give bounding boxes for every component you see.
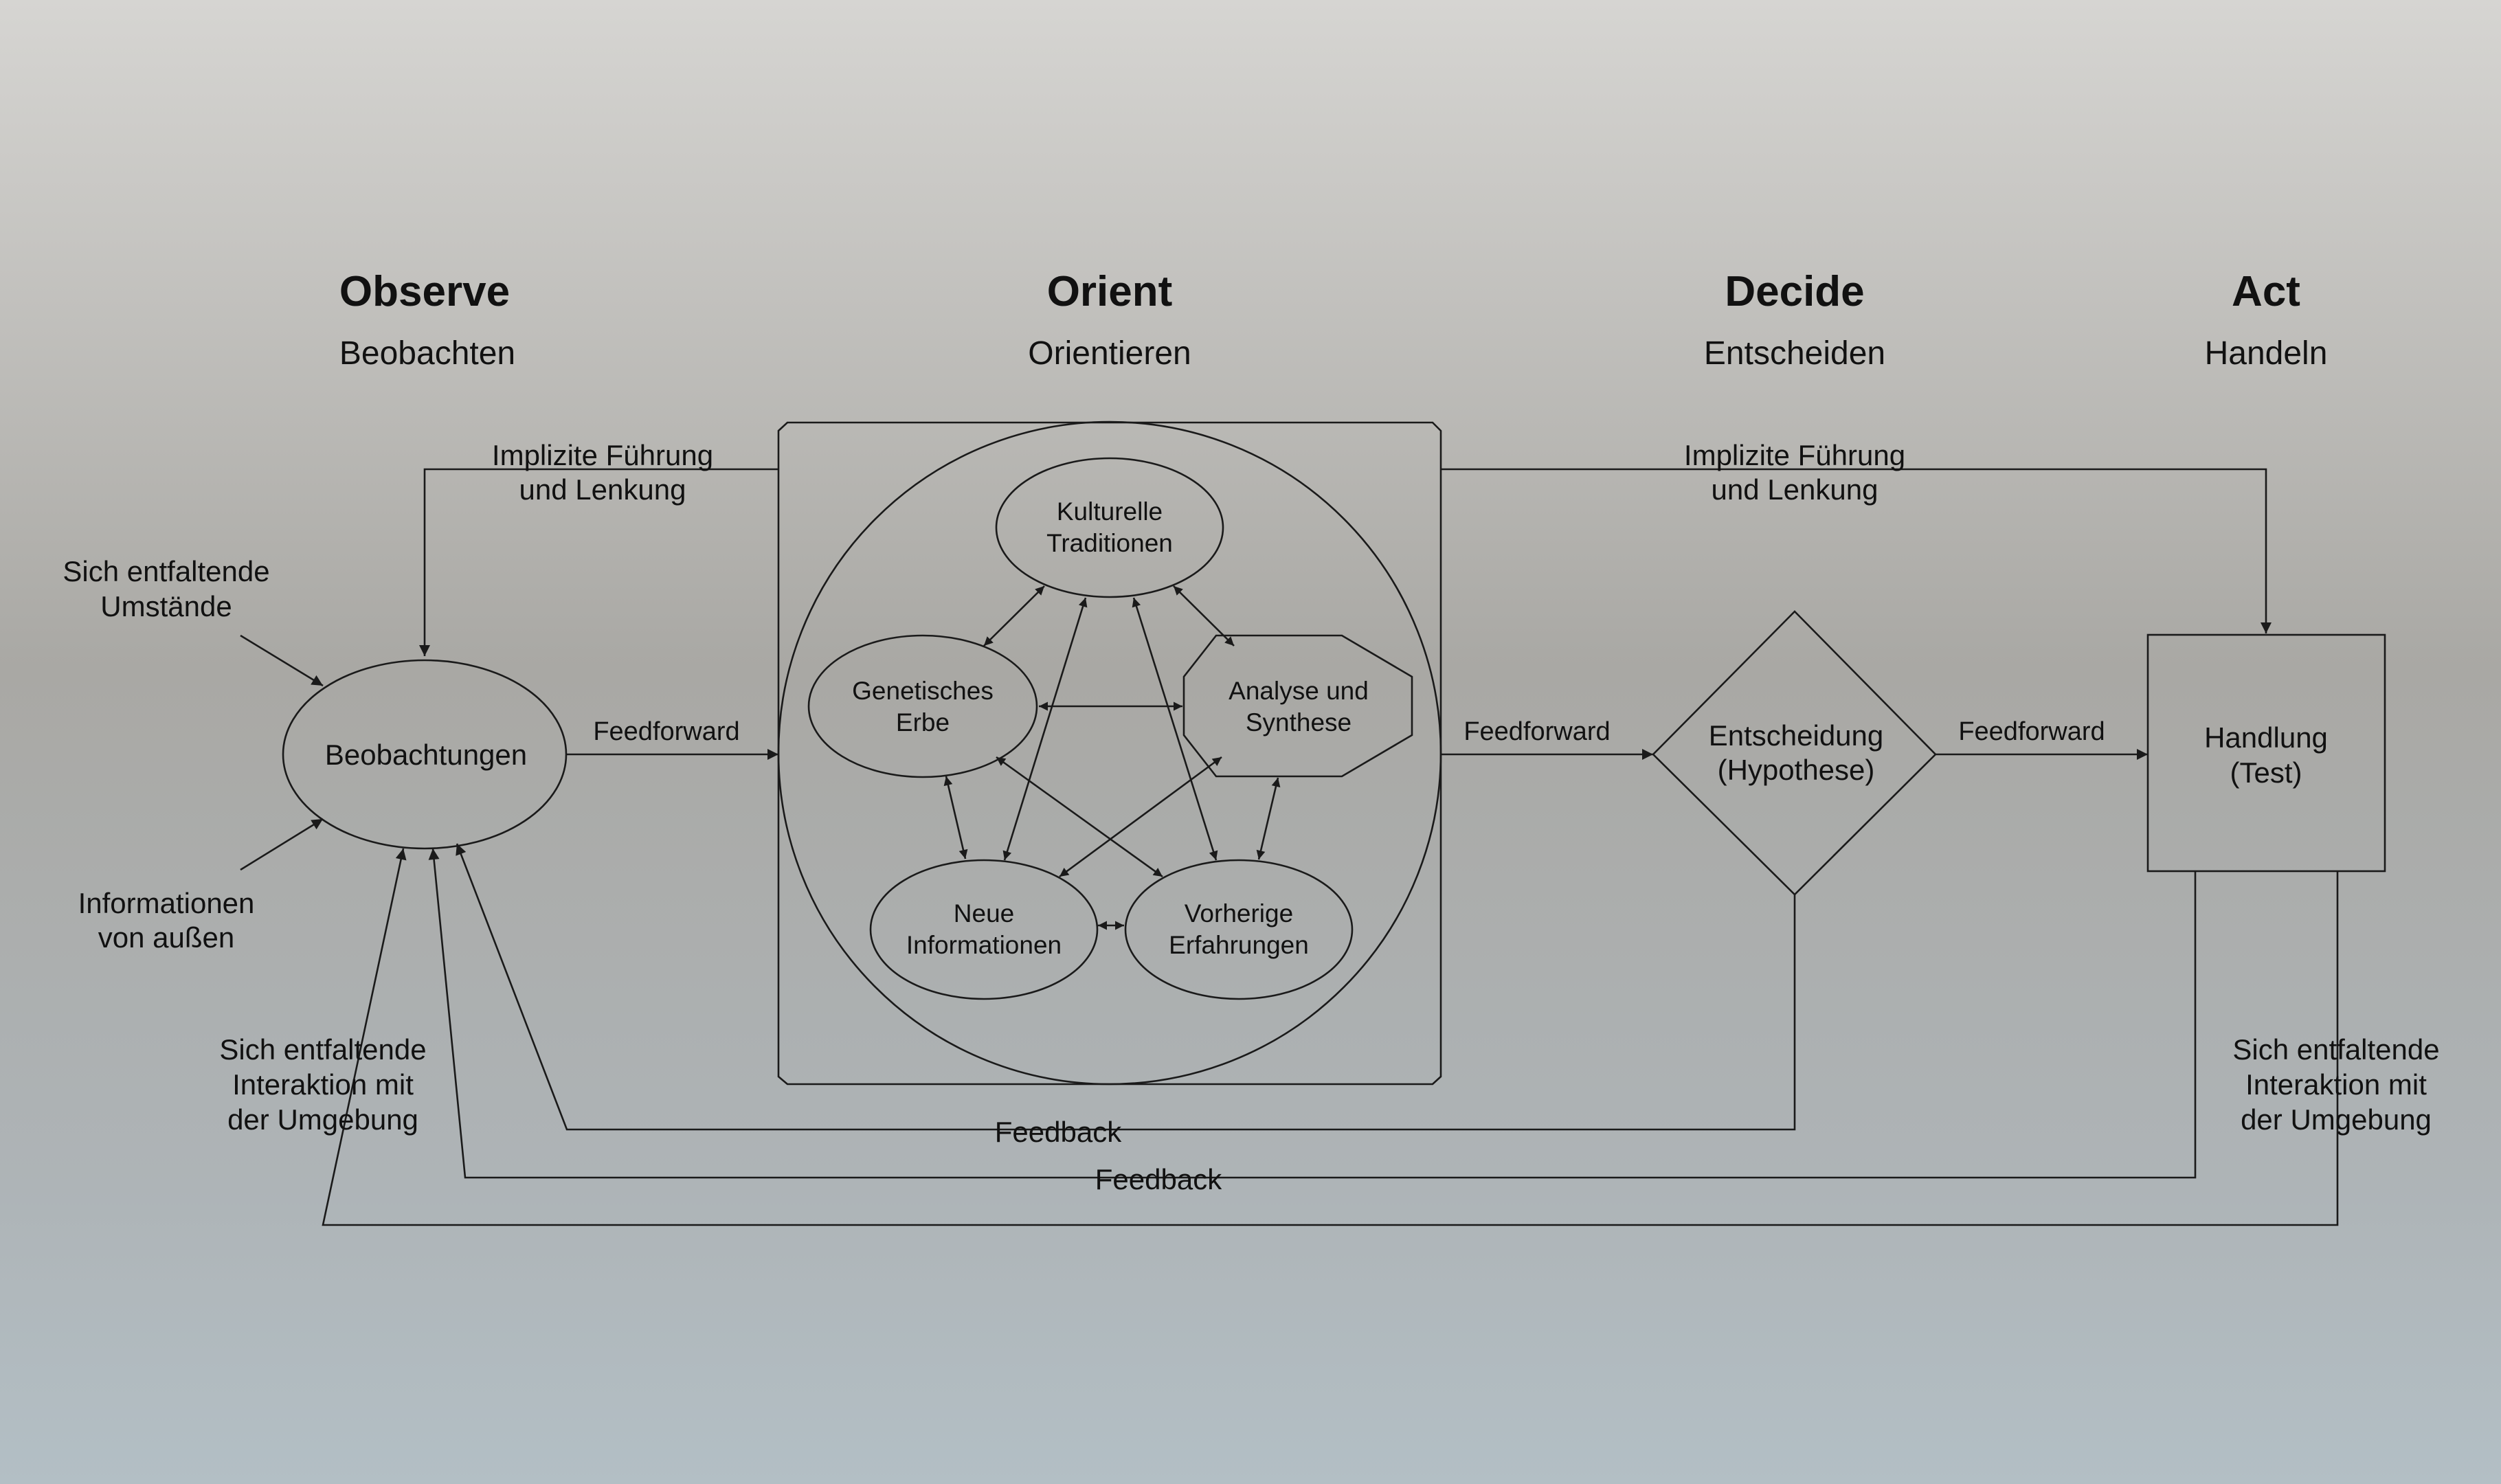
- phase-subtitle: Beobachten: [339, 335, 515, 372]
- interaction-arrow-act: [322, 848, 2339, 1226]
- analyse-synthese-node: [1182, 634, 1413, 778]
- interaktion-left-line-2: Interaktion mit: [232, 1068, 414, 1101]
- arrow-analyse-vorherige: [1256, 777, 1281, 860]
- feedforward-label-2: Feedforward: [1463, 717, 1610, 746]
- interaktion-left-line-1: Sich entfaltende: [219, 1033, 426, 1066]
- feedforward-label-3: Feedforward: [1958, 717, 2105, 746]
- implizit-left-line-1: Implizite Führung: [492, 439, 713, 471]
- feedforward-label-1: Feedforward: [593, 717, 739, 746]
- vorherige-line-1: Vorherige: [1185, 899, 1293, 928]
- genetisches-erbe-node: [807, 634, 1038, 778]
- implicit-guidance-arrow-left: [419, 468, 778, 656]
- entscheidung-line-1: Entscheidung: [1709, 719, 1884, 752]
- feedback-label-1: Feedback: [995, 1116, 1122, 1148]
- arrow-kulturelle-analyse: [1173, 585, 1235, 647]
- feedback-label-2: Feedback: [1095, 1163, 1222, 1195]
- phase-act: Act Handeln: [2205, 268, 2328, 372]
- phase-subtitle: Handeln: [2205, 335, 2328, 372]
- vorherige-erfahrungen-node: [1124, 859, 1354, 1000]
- genetisches-line-2: Erbe: [896, 708, 950, 737]
- orient-circle: [777, 420, 1442, 1086]
- phase-subtitle: Orientieren: [1028, 335, 1191, 372]
- arrow-genetisches-neue: [943, 776, 968, 859]
- phase-title: Act: [2232, 268, 2300, 315]
- handlung-node: [2146, 633, 2386, 873]
- interaktion-right-line-2: Interaktion mit: [2245, 1068, 2427, 1101]
- interaktion-right-line-3: der Umgebung: [2241, 1103, 2432, 1136]
- phase-title: Orient: [1047, 268, 1173, 315]
- orient-interconnections: [943, 585, 1281, 930]
- neue-informationen-node: [869, 859, 1099, 1000]
- entscheidung-node: [1652, 610, 1937, 896]
- phase-subtitle: Entscheiden: [1704, 335, 1885, 372]
- analyse-line-1: Analyse und: [1229, 677, 1369, 705]
- handlung-line-2: (Test): [2230, 756, 2302, 789]
- entscheidung-line-2: (Hypothese): [1718, 754, 1875, 786]
- arrow-analyse-neue: [1059, 756, 1222, 878]
- implizit-right-line-2: und Lenkung: [1712, 473, 1878, 506]
- umstaende-arrow: [240, 634, 324, 687]
- neue-line-2: Informationen: [906, 931, 1062, 959]
- phase-title: Observe: [339, 268, 510, 315]
- implicit-guidance-arrow-right: [1441, 468, 2272, 633]
- genetisches-line-1: Genetisches: [852, 677, 994, 705]
- informationen-line-2: von außen: [98, 921, 234, 954]
- informationen-arrow: [240, 818, 324, 871]
- phase-orient: Orient Orientieren: [1028, 268, 1191, 372]
- feedback-arrow-decide: [456, 843, 1796, 1131]
- beobachtungen-label: Beobachtungen: [325, 739, 527, 771]
- umstaende-line-1: Sich entfaltende: [63, 555, 269, 587]
- feedback-arrow-act: [428, 848, 2197, 1179]
- handlung-line-1: Handlung: [2204, 721, 2328, 754]
- arrow-kulturelle-genetisches: [983, 585, 1045, 647]
- interaktion-left-line-3: der Umgebung: [227, 1103, 418, 1136]
- kulturelle-line-1: Kulturelle: [1057, 497, 1163, 526]
- informationen-line-1: Informationen: [78, 887, 255, 919]
- phase-decide: Decide Entscheiden: [1704, 268, 1885, 372]
- arrow-kulturelle-neue: [1002, 597, 1088, 861]
- arrow-genetisches-vorherige: [996, 756, 1163, 878]
- vorherige-line-2: Erfahrungen: [1169, 931, 1309, 959]
- phase-title: Decide: [1725, 268, 1864, 315]
- kulturelle-traditionen-node: [995, 457, 1224, 598]
- orient-frame: [777, 421, 1442, 1086]
- umstaende-line-2: Umstände: [100, 590, 232, 622]
- phase-observe: Observe Beobachten: [339, 268, 515, 372]
- implizit-right-line-1: Implizite Führung: [1684, 439, 1905, 471]
- neue-line-1: Neue: [954, 899, 1014, 928]
- analyse-line-2: Synthese: [1246, 708, 1352, 737]
- interaktion-right-line-1: Sich entfaltende: [2232, 1033, 2439, 1066]
- implizit-left-line-2: und Lenkung: [519, 473, 686, 506]
- arrow-kulturelle-vorherige: [1132, 597, 1218, 861]
- kulturelle-line-2: Traditionen: [1046, 529, 1173, 557]
